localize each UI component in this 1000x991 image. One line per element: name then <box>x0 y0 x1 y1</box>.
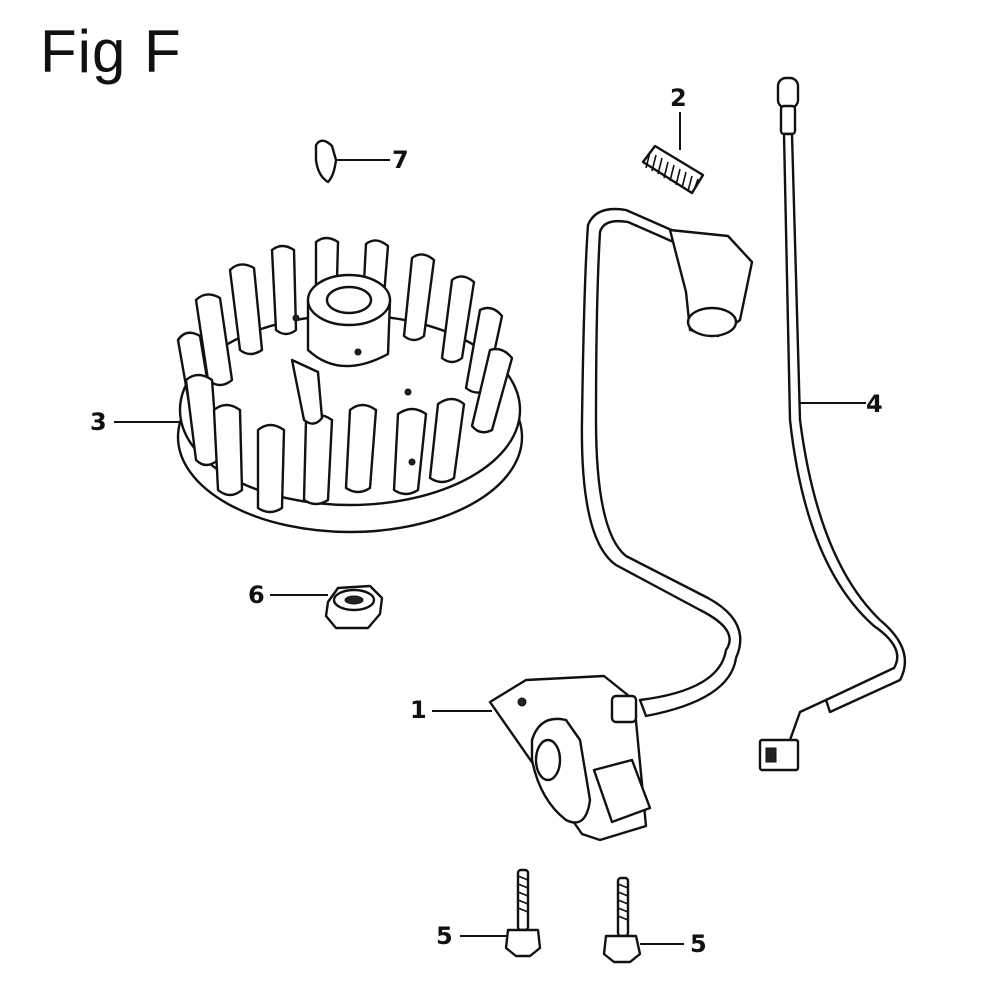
part-5-bolt-left <box>460 868 542 958</box>
part-4-wire <box>758 76 907 772</box>
callout-3: 3 <box>90 408 107 436</box>
callout-7: 7 <box>392 146 409 174</box>
part-2-spring <box>641 112 705 195</box>
part-3-flywheel <box>114 236 524 534</box>
callout-5-right: 5 <box>690 930 707 958</box>
part-6-nut <box>270 584 384 630</box>
part-5-bolt-right <box>602 876 684 964</box>
callout-1: 1 <box>410 696 427 724</box>
part-7-clip <box>314 139 390 184</box>
callout-2: 2 <box>670 84 687 112</box>
part-1-ignition-coil <box>432 207 754 842</box>
fig-title: Fig F <box>40 18 182 85</box>
callout-4: 4 <box>866 390 883 418</box>
callout-6: 6 <box>248 581 265 609</box>
callout-5-left: 5 <box>436 922 453 950</box>
